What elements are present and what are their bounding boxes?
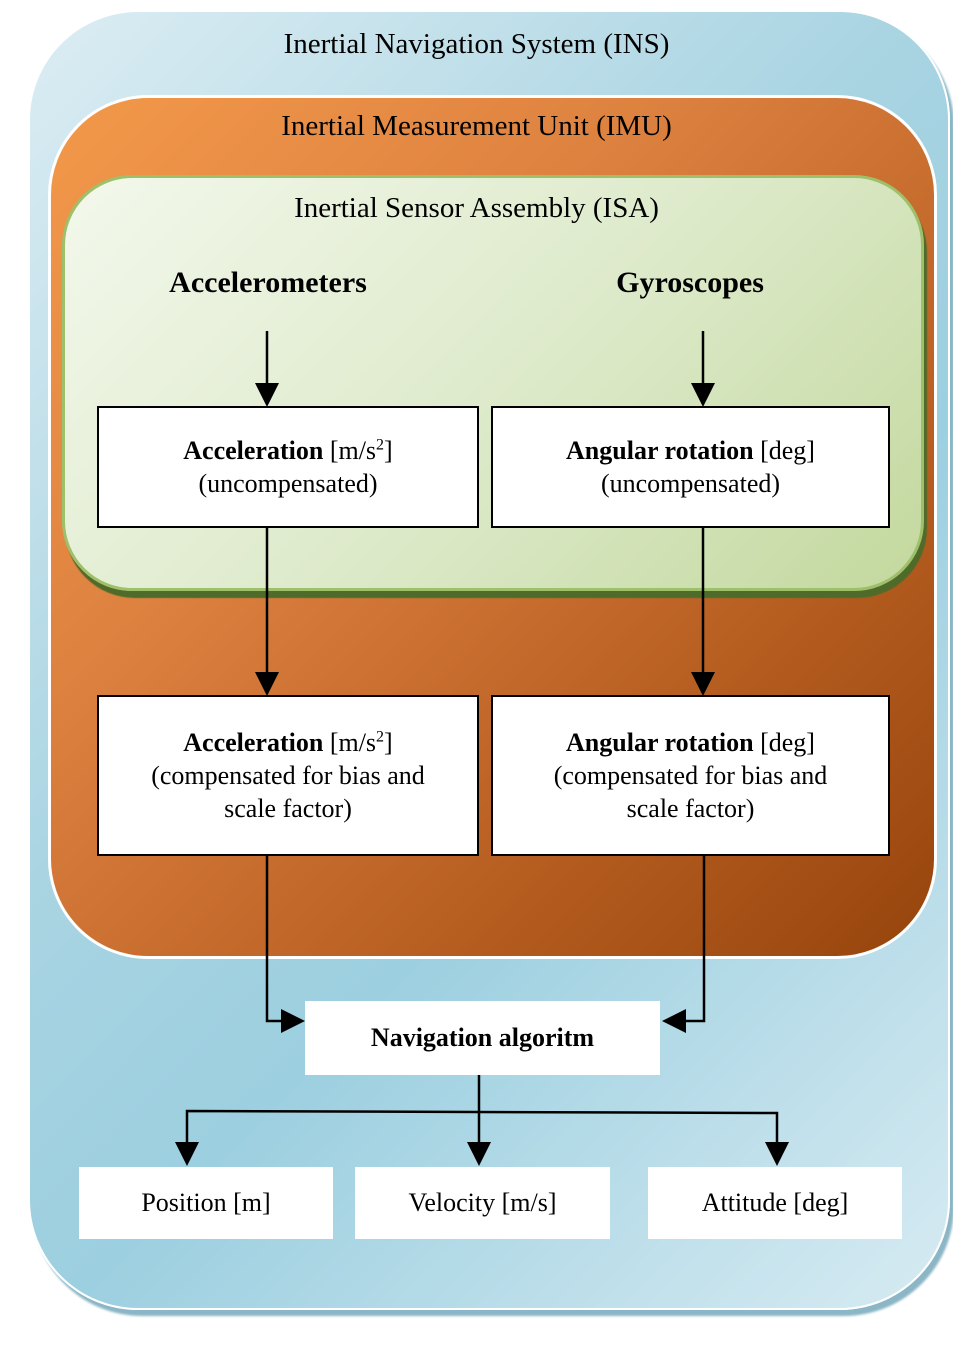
comp-accel-unit-sup: 2 [376, 728, 385, 746]
ins-title: Inertial Navigation System (INS) [283, 28, 670, 60]
position-output-box: Position [m] [79, 1167, 333, 1239]
arrowhead-gyro-down [691, 383, 715, 407]
comp-gyro-line3: scale factor) [626, 794, 755, 823]
comp-gyro-unit: [deg] [760, 728, 815, 757]
comp-gyro-name: Angular rotation [566, 728, 754, 757]
accelerometers-heading: Accelerometers [169, 266, 367, 299]
navigation-algorithm-box: Navigation algoritm [305, 1001, 660, 1075]
raw-accel-note: (uncompensated) [198, 469, 378, 498]
arrowhead-attitude [765, 1142, 789, 1166]
raw-accel-name: Acceleration [183, 436, 324, 465]
attitude-output-box: Attitude [deg] [648, 1167, 902, 1239]
compensated-acceleration-box: Acceleration [m/s2] (compensated for bia… [97, 695, 479, 856]
isa-title: Inertial Sensor Assembly (ISA) [294, 192, 659, 224]
arrowhead-gyro-comp [691, 672, 715, 696]
comp-accel-name: Acceleration [183, 728, 324, 757]
comp-accel-line2: (compensated for bias and [151, 761, 425, 790]
arrowhead-nav-left [281, 1009, 305, 1033]
arrowhead-velocity [467, 1142, 491, 1166]
imu-title: Inertial Measurement Unit (IMU) [281, 110, 672, 142]
raw-acceleration-box: Acceleration [m/s2] (uncompensated) [97, 406, 479, 528]
gyroscopes-heading: Gyroscopes [616, 266, 764, 299]
raw-angular-rotation-box: Angular rotation [deg] (uncompensated) [491, 406, 890, 528]
arrowhead-position [175, 1142, 199, 1166]
raw-gyro-unit: [deg] [760, 436, 815, 465]
arrowhead-accel-comp [255, 672, 279, 696]
raw-gyro-name: Angular rotation [566, 436, 754, 465]
raw-accel-unit: [m/s [329, 436, 377, 465]
velocity-output-box: Velocity [m/s] [355, 1167, 610, 1239]
comp-accel-unit-end: ] [384, 728, 393, 757]
arrowhead-nav-right [662, 1009, 686, 1033]
comp-accel-unit: [m/s [329, 728, 377, 757]
raw-accel-unit-end: ] [384, 436, 393, 465]
compensated-angular-rotation-box: Angular rotation [deg] (compensated for … [491, 695, 890, 856]
raw-gyro-note: (uncompensated) [600, 469, 781, 498]
comp-gyro-line2: (compensated for bias and [553, 761, 828, 790]
comp-accel-line3: scale factor) [224, 794, 352, 823]
arrowhead-accel-down [255, 383, 279, 407]
raw-accel-unit-sup: 2 [376, 436, 385, 454]
